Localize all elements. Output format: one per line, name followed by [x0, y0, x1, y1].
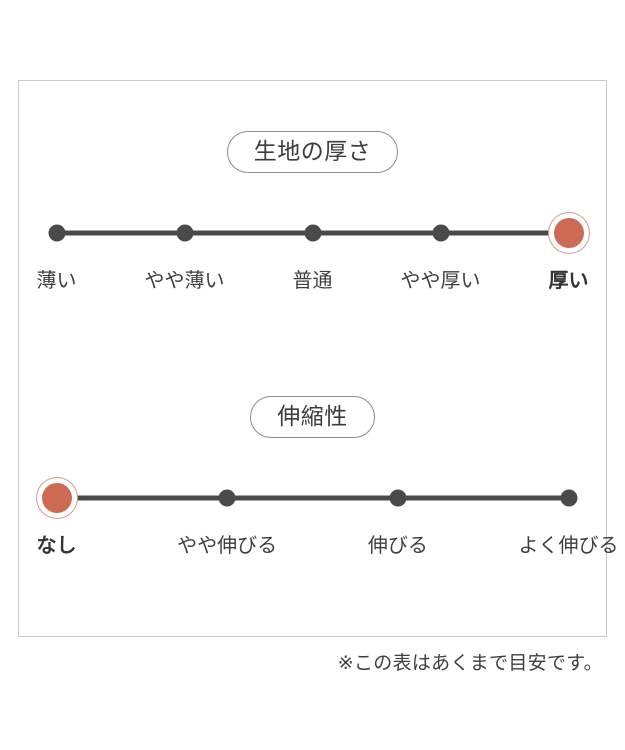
thickness-node-2: [304, 224, 321, 242]
stretch-track: [41, 472, 577, 524]
thickness-heading-pill: 生地の厚さ: [226, 131, 399, 174]
stretch-node-2: [389, 489, 407, 507]
fabric-spec-card: 生地の厚さ 薄い やや薄い 普通 やや厚い 厚い 伸縮性 なし やや伸びる 伸びる よく伸びる: [18, 80, 619, 637]
disclaimer-note: ※この表はあくまで目安です。: [337, 653, 603, 674]
thickness-label-4: 厚い: [548, 270, 589, 293]
thickness-label-0: 薄い: [36, 270, 77, 293]
thickness-tick-labels: 薄い やや薄い 普通 やや厚い 厚い: [37, 269, 589, 303]
stretch-label-2: 伸びる: [367, 535, 428, 558]
stretch-node-0: [41, 483, 72, 514]
stretch-label-1: やや伸びる: [177, 535, 278, 558]
thickness-node-3: [432, 224, 449, 242]
stretch-scale-block: 伸縮性 なし やや伸びる 伸びる よく伸びる: [19, 396, 619, 568]
stretch-node-3: [560, 489, 577, 507]
stretch-heading-pill: 伸縮性: [250, 396, 375, 439]
stretch-tick-labels: なし やや伸びる 伸びる よく伸びる: [37, 534, 619, 568]
thickness-label-3: やや厚い: [400, 270, 481, 293]
stretch-node-1: [218, 489, 236, 507]
thickness-label-1: やや薄い: [144, 270, 225, 293]
thickness-node-1: [176, 224, 193, 242]
stretch-label-3: よく伸びる: [518, 535, 619, 558]
stretch-track-line: [56, 495, 569, 501]
thickness-node-4: [553, 218, 584, 249]
stretch-label-0: なし: [36, 535, 77, 558]
thickness-node-0: [48, 224, 65, 242]
thickness-track: [48, 207, 584, 259]
thickness-scale-block: 生地の厚さ 薄い やや薄い 普通 やや厚い 厚い: [19, 131, 606, 303]
stretch-heading-row: 伸縮性: [19, 396, 606, 439]
thickness-heading-row: 生地の厚さ: [19, 131, 606, 174]
thickness-label-2: 普通: [292, 270, 333, 293]
